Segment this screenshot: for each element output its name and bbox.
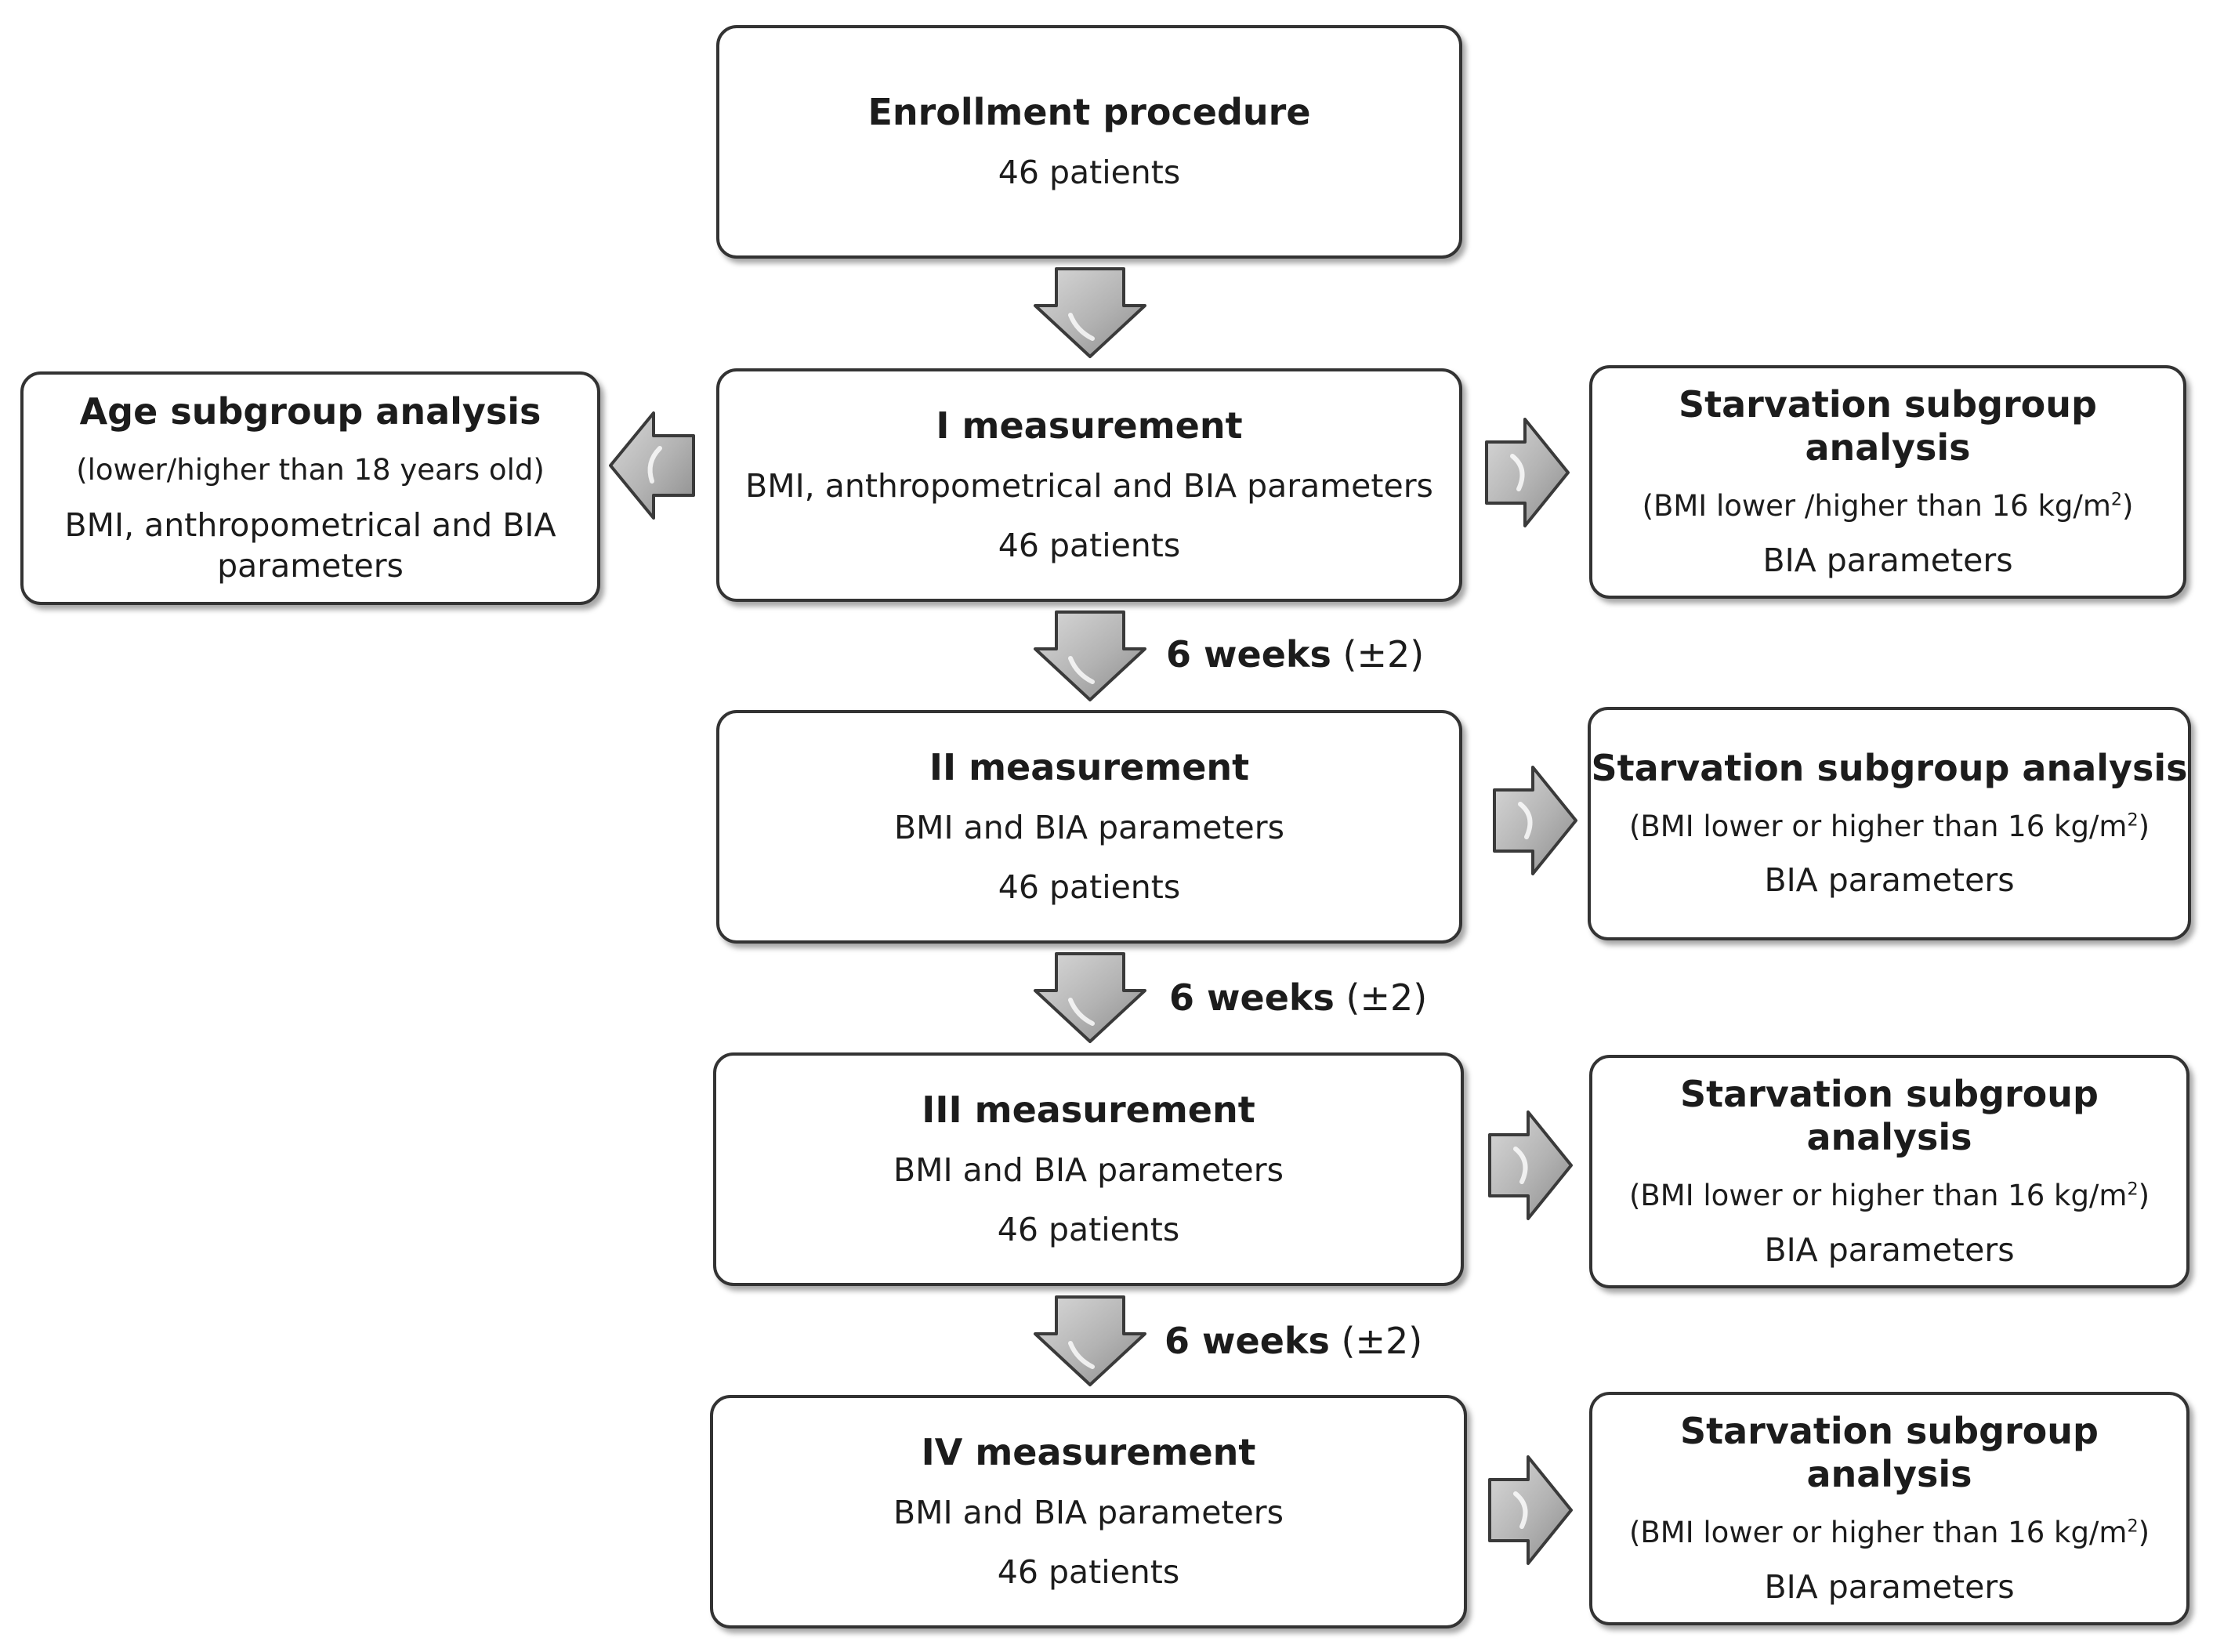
measurement-2-parameters: BMI and BIA parameters [894, 809, 1284, 847]
measurement-3-box: III measurement BMI and BIA parameters 4… [713, 1052, 1464, 1286]
right-arrow-icon [1487, 1455, 1574, 1566]
measurement-4-patients: 46 patients [997, 1552, 1180, 1591]
starvation-subgroup-2-criterion: (BMI lower or higher than 16 kg/m2) [1628, 809, 2150, 843]
down-arrow-icon [1033, 1295, 1147, 1387]
measurement-4-parameters: BMI and BIA parameters [893, 1494, 1284, 1532]
age-subgroup-box: Age subgroup analysis (lower/higher than… [20, 371, 600, 605]
starvation-subgroup-1-title: Starvation subgroup analysis [1679, 383, 2097, 469]
enrollment-title: Enrollment procedure [867, 90, 1311, 133]
interval-label-3: 6 weeks (±2) [1164, 1320, 1423, 1362]
starvation-subgroup-3-title: Starvation subgroup analysis [1680, 1073, 2099, 1159]
starvation-subgroup-1-parameters: BIA parameters [1762, 541, 2013, 579]
age-subgroup-criterion: (lower/higher than 18 years old) [76, 453, 545, 487]
starvation-subgroup-2-box: Starvation subgroup analysis (BMI lower … [1588, 707, 2191, 940]
down-arrow-icon [1033, 951, 1147, 1044]
right-arrow-icon [1484, 417, 1570, 528]
right-arrow-icon [1492, 765, 1578, 876]
measurement-1-parameters: BMI, anthropometrical and BIA parameters [745, 467, 1433, 505]
measurement-4-box: IV measurement BMI and BIA parameters 46… [710, 1395, 1467, 1628]
starvation-subgroup-4-parameters: BIA parameters [1764, 1567, 2015, 1606]
starvation-subgroup-4-title: Starvation subgroup analysis [1680, 1410, 2099, 1496]
measurement-3-title: III measurement [922, 1089, 1255, 1132]
starvation-subgroup-4-criterion: (BMI lower or higher than 16 kg/m2) [1628, 1516, 2150, 1550]
measurement-1-box: I measurement BMI, anthropometrical and … [716, 368, 1462, 602]
measurement-2-title: II measurement [929, 746, 1250, 789]
age-subgroup-parameters: BMI, anthropometrical and BIA parameters [64, 506, 556, 585]
measurement-3-parameters: BMI and BIA parameters [893, 1151, 1284, 1190]
starvation-subgroup-2-parameters: BIA parameters [1764, 861, 2015, 900]
starvation-subgroup-3-parameters: BIA parameters [1764, 1230, 2015, 1269]
left-arrow-icon [608, 411, 696, 520]
starvation-subgroup-4-box: Starvation subgroup analysis (BMI lower … [1589, 1392, 2189, 1625]
starvation-subgroup-3-box: Starvation subgroup analysis (BMI lower … [1589, 1055, 2189, 1288]
starvation-subgroup-1-criterion: (BMI lower /higher than 16 kg/m2) [1642, 489, 2134, 523]
measurement-3-patients: 46 patients [997, 1210, 1180, 1248]
enrollment-patients: 46 patients [998, 153, 1181, 191]
down-arrow-icon [1033, 266, 1147, 359]
measurement-2-box: II measurement BMI and BIA parameters 46… [716, 710, 1462, 944]
right-arrow-icon [1487, 1110, 1574, 1221]
interval-label-1: 6 weeks (±2) [1166, 633, 1425, 676]
interval-label-2: 6 weeks (±2) [1169, 976, 1428, 1019]
starvation-subgroup-3-criterion: (BMI lower or higher than 16 kg/m2) [1628, 1179, 2150, 1213]
measurement-4-title: IV measurement [921, 1431, 1256, 1474]
measurement-1-patients: 46 patients [998, 526, 1181, 564]
starvation-subgroup-1-box: Starvation subgroup analysis (BMI lower … [1589, 365, 2186, 599]
starvation-subgroup-2-title: Starvation subgroup analysis [1591, 746, 2188, 789]
measurement-1-title: I measurement [936, 404, 1243, 447]
age-subgroup-title: Age subgroup analysis [79, 390, 541, 433]
down-arrow-icon [1033, 610, 1147, 702]
enrollment-box: Enrollment procedure 46 patients [716, 25, 1462, 259]
measurement-2-patients: 46 patients [998, 868, 1181, 906]
